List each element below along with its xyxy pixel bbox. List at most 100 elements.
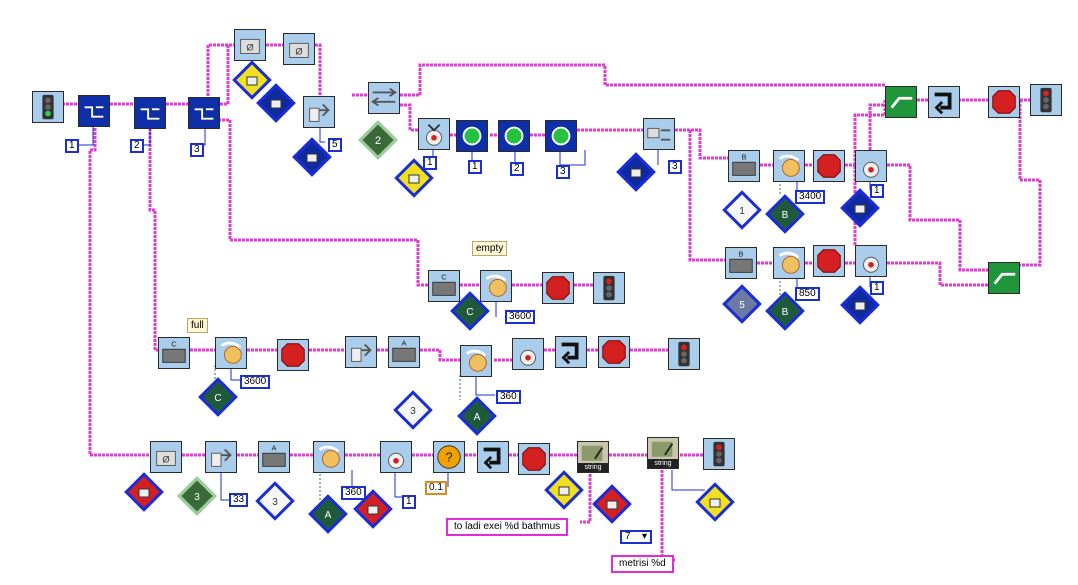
number-input[interactable]: 360 [496, 390, 521, 404]
stop-block[interactable] [813, 245, 845, 277]
lamp-block-3[interactable] [545, 120, 577, 152]
sensor-port-diamond[interactable] [232, 60, 272, 100]
sound-block[interactable] [855, 245, 887, 277]
sensor-port-diamond[interactable] [840, 285, 880, 325]
sound-icon [520, 349, 536, 366]
sensor-port-diamond[interactable] [840, 188, 880, 228]
switch-block[interactable] [643, 118, 675, 150]
sensor-port-diamond[interactable] [544, 470, 584, 510]
weight-reset-block-2[interactable]: Ø [283, 33, 315, 65]
sensor-port-diamond[interactable] [394, 158, 434, 198]
string-block-2[interactable]: string [647, 437, 679, 469]
port-diamond-3[interactable]: 3 [393, 390, 433, 430]
number-input[interactable]: 1 [65, 139, 79, 153]
fork-block-3[interactable] [188, 97, 220, 129]
port-diamond-3[interactable]: 3 [177, 476, 217, 516]
number-input[interactable]: 33 [229, 493, 249, 507]
stop-block[interactable] [518, 443, 550, 475]
number-input[interactable]: 1 [870, 184, 884, 198]
rotation-sensor-block[interactable] [215, 337, 247, 369]
number-input[interactable]: 3600 [240, 375, 271, 389]
end-traffic-light[interactable] [668, 338, 700, 370]
number-input[interactable]: 1 [423, 156, 437, 170]
number-input[interactable]: 3 [556, 165, 570, 179]
random-block[interactable]: ? [433, 441, 465, 473]
port-diamond-c[interactable]: C [198, 377, 238, 417]
sound-block[interactable] [512, 338, 544, 370]
rotation-sensor-block[interactable] [313, 441, 345, 473]
sound-block[interactable] [380, 441, 412, 473]
variable-block[interactable] [205, 441, 237, 473]
motor-port-a-block[interactable]: A [258, 441, 290, 473]
stop-block[interactable] [542, 272, 574, 304]
text-input-2[interactable]: metrisi %d [611, 555, 674, 573]
port-diamond-a[interactable]: A [457, 396, 497, 436]
lamp-block-2[interactable] [498, 120, 530, 152]
number-input[interactable]: 360 [341, 486, 366, 500]
motor-port-b-block[interactable]: B [725, 247, 757, 279]
svg-text:A: A [271, 443, 276, 452]
number-input[interactable]: 2 [130, 139, 144, 153]
sensor-port-diamond[interactable] [616, 152, 656, 192]
sensor-port-diamond[interactable] [256, 83, 296, 123]
sound-block[interactable] [418, 118, 450, 150]
string-block-1[interactable]: string [577, 441, 609, 473]
number-input[interactable]: 5 [328, 138, 342, 152]
port-diamond-b[interactable]: B [765, 291, 805, 331]
fork-block-2[interactable] [134, 97, 166, 129]
number-input[interactable]: 3400 [795, 190, 826, 204]
motor-port-c-block[interactable]: C [158, 337, 190, 369]
sensor-port-diamond[interactable] [292, 137, 332, 177]
variable-block[interactable] [345, 336, 377, 368]
motor-port-c-block[interactable]: C [428, 270, 460, 302]
port-diamond-a[interactable]: A [308, 494, 348, 534]
loop-block-top[interactable] [928, 86, 960, 118]
number-input[interactable]: 3 [190, 143, 204, 157]
loop-count-diamond[interactable]: 2 [358, 120, 398, 160]
sensor-port-diamond[interactable] [124, 472, 164, 512]
sensor-port-diamond[interactable] [592, 484, 632, 524]
weight-reset-block[interactable]: Ø [150, 441, 182, 473]
weight-reset-block-1[interactable]: Ø [234, 29, 266, 61]
end-traffic-light-top[interactable] [1030, 84, 1062, 116]
number-input[interactable]: 3600 [505, 310, 536, 324]
line-number-dropdown[interactable]: 7▾ [620, 530, 652, 544]
stop-all-block[interactable] [988, 86, 1020, 118]
number-input-random[interactable]: 0.1 [425, 481, 447, 495]
number-input[interactable]: 3 [668, 160, 682, 174]
port-diamond-1[interactable]: 1 [722, 190, 762, 230]
rotation-sensor-block[interactable] [773, 150, 805, 182]
port-diamond-3[interactable]: 3 [255, 481, 295, 521]
rotation-sensor-block[interactable] [773, 247, 805, 279]
port-diamond-5[interactable]: 5 [722, 284, 762, 324]
end-traffic-light[interactable] [593, 272, 625, 304]
loop-block[interactable] [477, 441, 509, 473]
number-input[interactable]: 1 [870, 281, 884, 295]
rotation-sensor-block[interactable] [460, 345, 492, 377]
sensor-port-diamond[interactable] [353, 489, 393, 529]
compare-block[interactable] [368, 82, 400, 114]
loop-block[interactable] [555, 336, 587, 368]
stop-block[interactable] [813, 150, 845, 182]
fork-block-1[interactable] [78, 95, 110, 127]
number-input[interactable]: 2 [510, 162, 524, 176]
motor-port-a-block[interactable]: A [388, 336, 420, 368]
end-fork-top[interactable] [885, 86, 917, 118]
motor-port-b-block[interactable]: B [728, 150, 760, 182]
port-diamond-c[interactable]: C [450, 291, 490, 331]
rotation-sensor-block[interactable] [480, 270, 512, 302]
lamp-block-1[interactable] [456, 120, 488, 152]
variable-block[interactable] [303, 96, 335, 128]
stop-block[interactable] [598, 336, 630, 368]
start-traffic-light[interactable] [32, 91, 64, 123]
text-input-1[interactable]: to ladi exei %d bathmus [446, 518, 569, 536]
sound-block[interactable] [855, 150, 887, 182]
stop-block[interactable] [277, 339, 309, 371]
end-traffic-light[interactable] [703, 438, 735, 470]
sensor-port-diamond[interactable] [695, 482, 735, 522]
number-input[interactable]: 850 [795, 287, 820, 301]
port-diamond-b[interactable]: B [765, 194, 805, 234]
end-fork-bottom[interactable] [988, 262, 1020, 294]
number-input[interactable]: 1 [468, 160, 482, 174]
number-input[interactable]: 1 [402, 495, 416, 509]
